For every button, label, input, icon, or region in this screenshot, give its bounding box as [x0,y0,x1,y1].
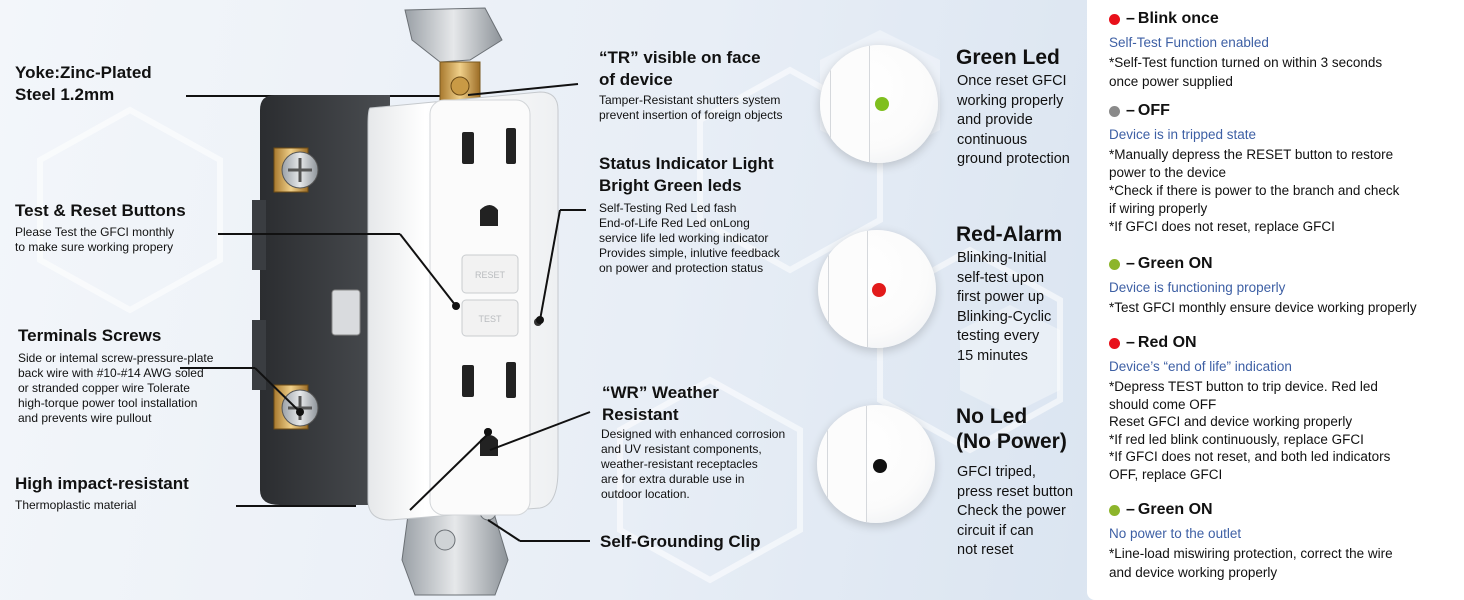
status-section: – Green ON No power to the outlet *Line-… [1109,500,1458,582]
section-subtitle: Device is functioning properly [1109,280,1286,295]
test-reset-desc: Please Test the GFCI monthly to make sur… [15,225,175,254]
section-note: *Depress TEST button to trip device. Red… [1109,379,1391,482]
section-title: Red ON [1137,334,1197,351]
section-title: Green ON [1137,255,1213,272]
status-desc: Self-Testing Red Led fash End-of-Life Re… [599,201,780,275]
led-red-title: Red-Alarm [956,223,1063,246]
impact-desc: Thermoplastic material [15,498,137,512]
red-led-dot [872,283,886,297]
tr-title: “TR” visible on face of device [599,48,761,89]
green-led-dot [875,97,889,111]
tr-desc: Tamper-Resistant shutters system prevent… [599,93,783,122]
grounding-clip-title: Self-Grounding Clip [600,532,761,551]
reset-button-label: RESET [475,270,506,280]
section-subtitle: Device is in tripped state [1109,127,1257,142]
dash-glyph: – [1126,501,1135,518]
off-led-dot [873,459,887,473]
led-off-closeup [817,405,935,523]
led-green-title: Green Led [956,46,1060,69]
terminals-desc: Side or intemal screw-pressure-plate bac… [18,351,214,425]
callout-leaders [180,83,591,542]
led-red-closeup [818,230,936,348]
section-subtitle: No power to the outlet [1109,526,1242,541]
dash-glyph: – [1126,102,1135,119]
test-button-label: TEST [478,314,502,324]
status-section: – Blink once Self-Test Function enabled … [1109,9,1458,91]
terminals-title: Terminals Screws [18,326,162,345]
status-section: – Green ON Device is functioning properl… [1109,254,1458,318]
section-title: Green ON [1137,501,1213,518]
wr-desc: Designed with enhanced corrosion and UV … [601,427,786,501]
section-title: OFF [1137,102,1170,119]
led-red-desc: Blinking-Initial self-test upon first po… [957,250,1052,364]
test-reset-title: Test & Reset Buttons [15,201,186,220]
section-subtitle: Device’s “end of life” indication [1109,359,1292,374]
dash-glyph: – [1126,334,1135,351]
led-green-desc: Once reset GFCI working properly and pro… [957,73,1070,167]
yoke-title: Yoke:Zinc-Plated Steel 1.2mm [15,63,152,104]
status-title: Status Indicator Light Bright Green leds [599,154,774,195]
led-status-panel: – Blink once Self-Test Function enabled … [1087,0,1464,600]
led-off-title: No Led (No Power) [956,405,1067,453]
section-note: *Line-load miswiring protection, correct… [1109,546,1393,580]
led-green-closeup [820,45,938,163]
status-section: – Red ON Device’s “end of life” indicati… [1109,333,1458,483]
gfci-outlet-illustration: RESET TEST [252,7,559,596]
dash-glyph: – [1126,10,1135,27]
section-title: Blink once [1137,10,1219,27]
dash-glyph: – [1126,255,1135,272]
status-section: – OFF Device is in tripped state *Manual… [1109,101,1458,236]
green-bullet-icon [1109,258,1120,270]
section-subtitle: Self-Test Function enabled [1109,35,1269,50]
impact-title: High impact-resistant [15,474,189,493]
led-off-desc: GFCI triped, press reset button Check th… [957,464,1074,558]
green-bullet-icon [1109,504,1120,516]
wr-title: “WR” Weather Resistant [602,383,719,424]
gray-bullet-icon [1109,105,1120,117]
red-bullet-icon [1109,13,1120,25]
red-bullet-icon [1109,337,1120,349]
impact-leader [236,505,356,507]
section-note: *Self-Test function turned on within 3 s… [1109,55,1383,89]
section-note: *Test GFCI monthly ensure device working… [1109,300,1417,315]
section-note: *Manually depress the RESET button to re… [1109,147,1400,234]
